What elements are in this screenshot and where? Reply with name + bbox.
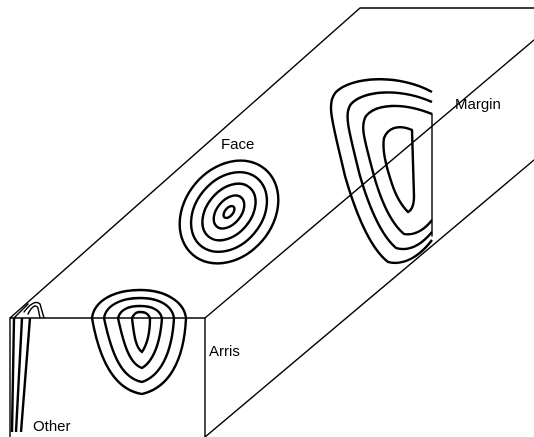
other-defect	[12, 302, 44, 432]
face-ring-3	[192, 173, 267, 250]
margin-label: Margin	[455, 96, 501, 113]
board-outline	[10, 8, 534, 437]
face-ring-1	[159, 141, 298, 283]
board-top-face-edge	[10, 8, 534, 318]
margin-defect	[331, 79, 432, 263]
arris-ring-2	[104, 298, 174, 382]
other-corner-mark-3	[14, 304, 28, 318]
face-label: Face	[221, 136, 254, 153]
arris-defect	[92, 290, 186, 394]
other-corner-mark-2	[28, 306, 40, 318]
face-ring-2	[175, 157, 282, 267]
face-defect	[159, 141, 298, 283]
margin-ring-4	[383, 127, 414, 212]
margin-ring-2	[348, 92, 432, 249]
other-streak-3	[21, 318, 30, 432]
other-streak-1	[12, 318, 14, 432]
arris-ring-3	[118, 306, 162, 368]
other-streak-2	[16, 318, 22, 432]
other-label: Other	[33, 418, 71, 435]
board-ridge-edge	[205, 40, 534, 318]
arris-label: Arris	[209, 343, 240, 360]
face-ring-5	[221, 204, 236, 220]
